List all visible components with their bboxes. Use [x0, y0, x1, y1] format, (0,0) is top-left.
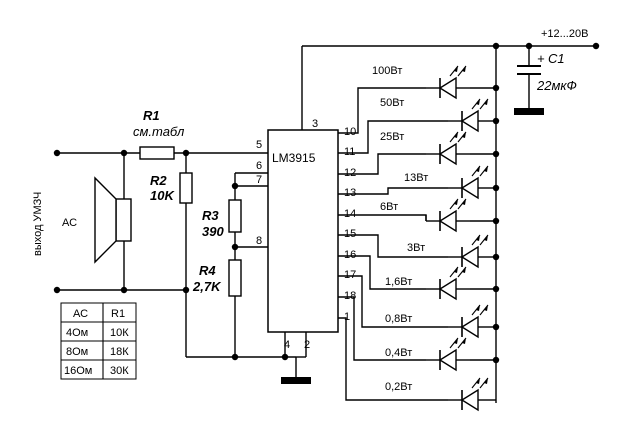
r2-name: R2 — [150, 173, 167, 188]
led-13w-icon — [447, 165, 493, 199]
supply-label: +12...20В — [541, 28, 588, 40]
pin-17: 17 — [344, 269, 356, 281]
table-header-as: АС — [73, 308, 88, 320]
pin-14: 14 — [344, 208, 356, 220]
pin-13: 13 — [344, 187, 356, 199]
pin-12: 12 — [344, 167, 356, 179]
table-cell: 18К — [110, 346, 129, 358]
pin-11: 11 — [344, 146, 355, 158]
pin-16: 16 — [344, 249, 356, 261]
pin-1: 1 — [344, 311, 350, 323]
led-label: 3Вт — [407, 242, 425, 254]
r4-value: 2,7K — [192, 279, 222, 294]
table-cell: 10К — [110, 327, 129, 339]
led-label: 6Вт — [380, 201, 398, 213]
led-rail-taps — [470, 84, 500, 401]
led-label: 0,4Вт — [385, 347, 412, 359]
speaker — [94, 176, 132, 264]
capacitor-name: C1 — [548, 51, 565, 66]
table-cell: 16Ом — [64, 365, 92, 377]
lm3915-chip — [267, 129, 339, 333]
led-6w-icon — [425, 198, 471, 232]
r3-value: 390 — [202, 224, 224, 239]
led-label: 0,2Вт — [385, 381, 412, 393]
capacitor-value: 22мкФ — [536, 78, 577, 93]
r4-name: R4 — [199, 263, 216, 278]
led-label: 0,8Вт — [385, 313, 412, 325]
led-0-2w-icon — [447, 377, 493, 411]
chip-name: LM3915 — [272, 151, 316, 165]
r2-value: 10K — [150, 188, 175, 203]
output-wiring — [338, 87, 448, 401]
pin-5: 5 — [256, 139, 262, 151]
input-wiring — [53, 146, 311, 384]
pin-3: 3 — [312, 118, 318, 130]
table-cell: 30К — [110, 365, 129, 377]
led-3w-icon — [447, 234, 493, 268]
supply-rail — [301, 42, 600, 403]
led-label: 13Вт — [404, 172, 428, 184]
r3-name: R3 — [202, 208, 219, 223]
table-header-r1: R1 — [111, 308, 125, 320]
led-0-8w-icon — [447, 304, 493, 338]
led-label: 100Вт — [372, 65, 402, 77]
r1-value: см.табл — [133, 124, 185, 139]
led-100w-icon — [425, 65, 471, 99]
led-50w-icon — [447, 98, 493, 132]
r1-table — [60, 302, 137, 380]
table-cell: 8Ом — [66, 346, 88, 358]
table-cell: 4Ом — [66, 327, 88, 339]
pin-7: 7 — [256, 174, 262, 186]
led-1-6w-icon — [425, 266, 471, 300]
pin-18: 18 — [344, 290, 356, 302]
pin-8: 8 — [256, 235, 262, 247]
led-0-4w-icon — [425, 337, 471, 371]
pin-2: 2 — [304, 339, 310, 351]
input-label: выход УМЗЧ — [32, 192, 44, 256]
pin-6: 6 — [256, 160, 262, 172]
led-label: 25Вт — [380, 131, 404, 143]
led-label: 1,6Вт — [385, 276, 412, 288]
pin-10: 10 — [344, 126, 356, 138]
r1-name: R1 — [143, 108, 160, 123]
led-25w-icon — [425, 131, 471, 165]
speaker-label: АС — [62, 217, 77, 229]
capacitor-c1 — [514, 46, 544, 115]
capacitor-polarity: + — [537, 51, 545, 66]
pin-4: 4 — [284, 339, 290, 351]
led-label: 50Вт — [380, 97, 404, 109]
pin-15: 15 — [344, 228, 356, 240]
